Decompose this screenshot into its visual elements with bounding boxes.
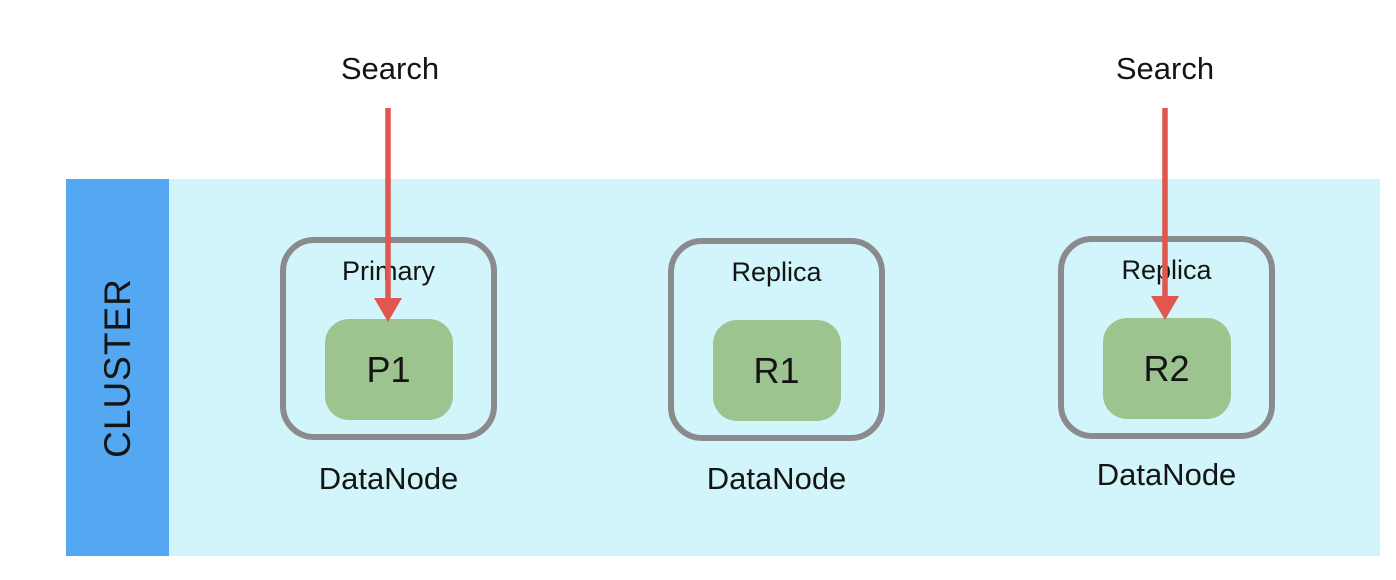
- shard-r1: R1: [712, 320, 841, 421]
- cluster-label: CLUSTER: [96, 277, 138, 458]
- datanode-box-3: Replica R2: [1058, 236, 1275, 439]
- cluster-sidebar: CLUSTER: [66, 179, 169, 556]
- shard-r2: R2: [1102, 318, 1231, 419]
- shard-label: R2: [1143, 347, 1190, 389]
- shard-p1: P1: [324, 319, 453, 420]
- search-label-replica: Search: [1115, 51, 1215, 86]
- shard-role-label: Primary: [342, 256, 435, 286]
- datanode-caption-2: DataNode: [706, 461, 847, 496]
- datanode-box-1: Primary P1: [280, 237, 497, 440]
- shard-role-label: Replica: [731, 257, 822, 287]
- datanode-caption-3: DataNode: [1096, 457, 1237, 492]
- shard-label: P1: [366, 348, 411, 390]
- shard-label: R1: [753, 349, 800, 391]
- search-label-primary: Search: [340, 51, 440, 86]
- shard-role-label: Replica: [1121, 255, 1212, 285]
- datanode-box-2: Replica R1: [668, 238, 885, 441]
- datanode-caption-1: DataNode: [318, 461, 459, 496]
